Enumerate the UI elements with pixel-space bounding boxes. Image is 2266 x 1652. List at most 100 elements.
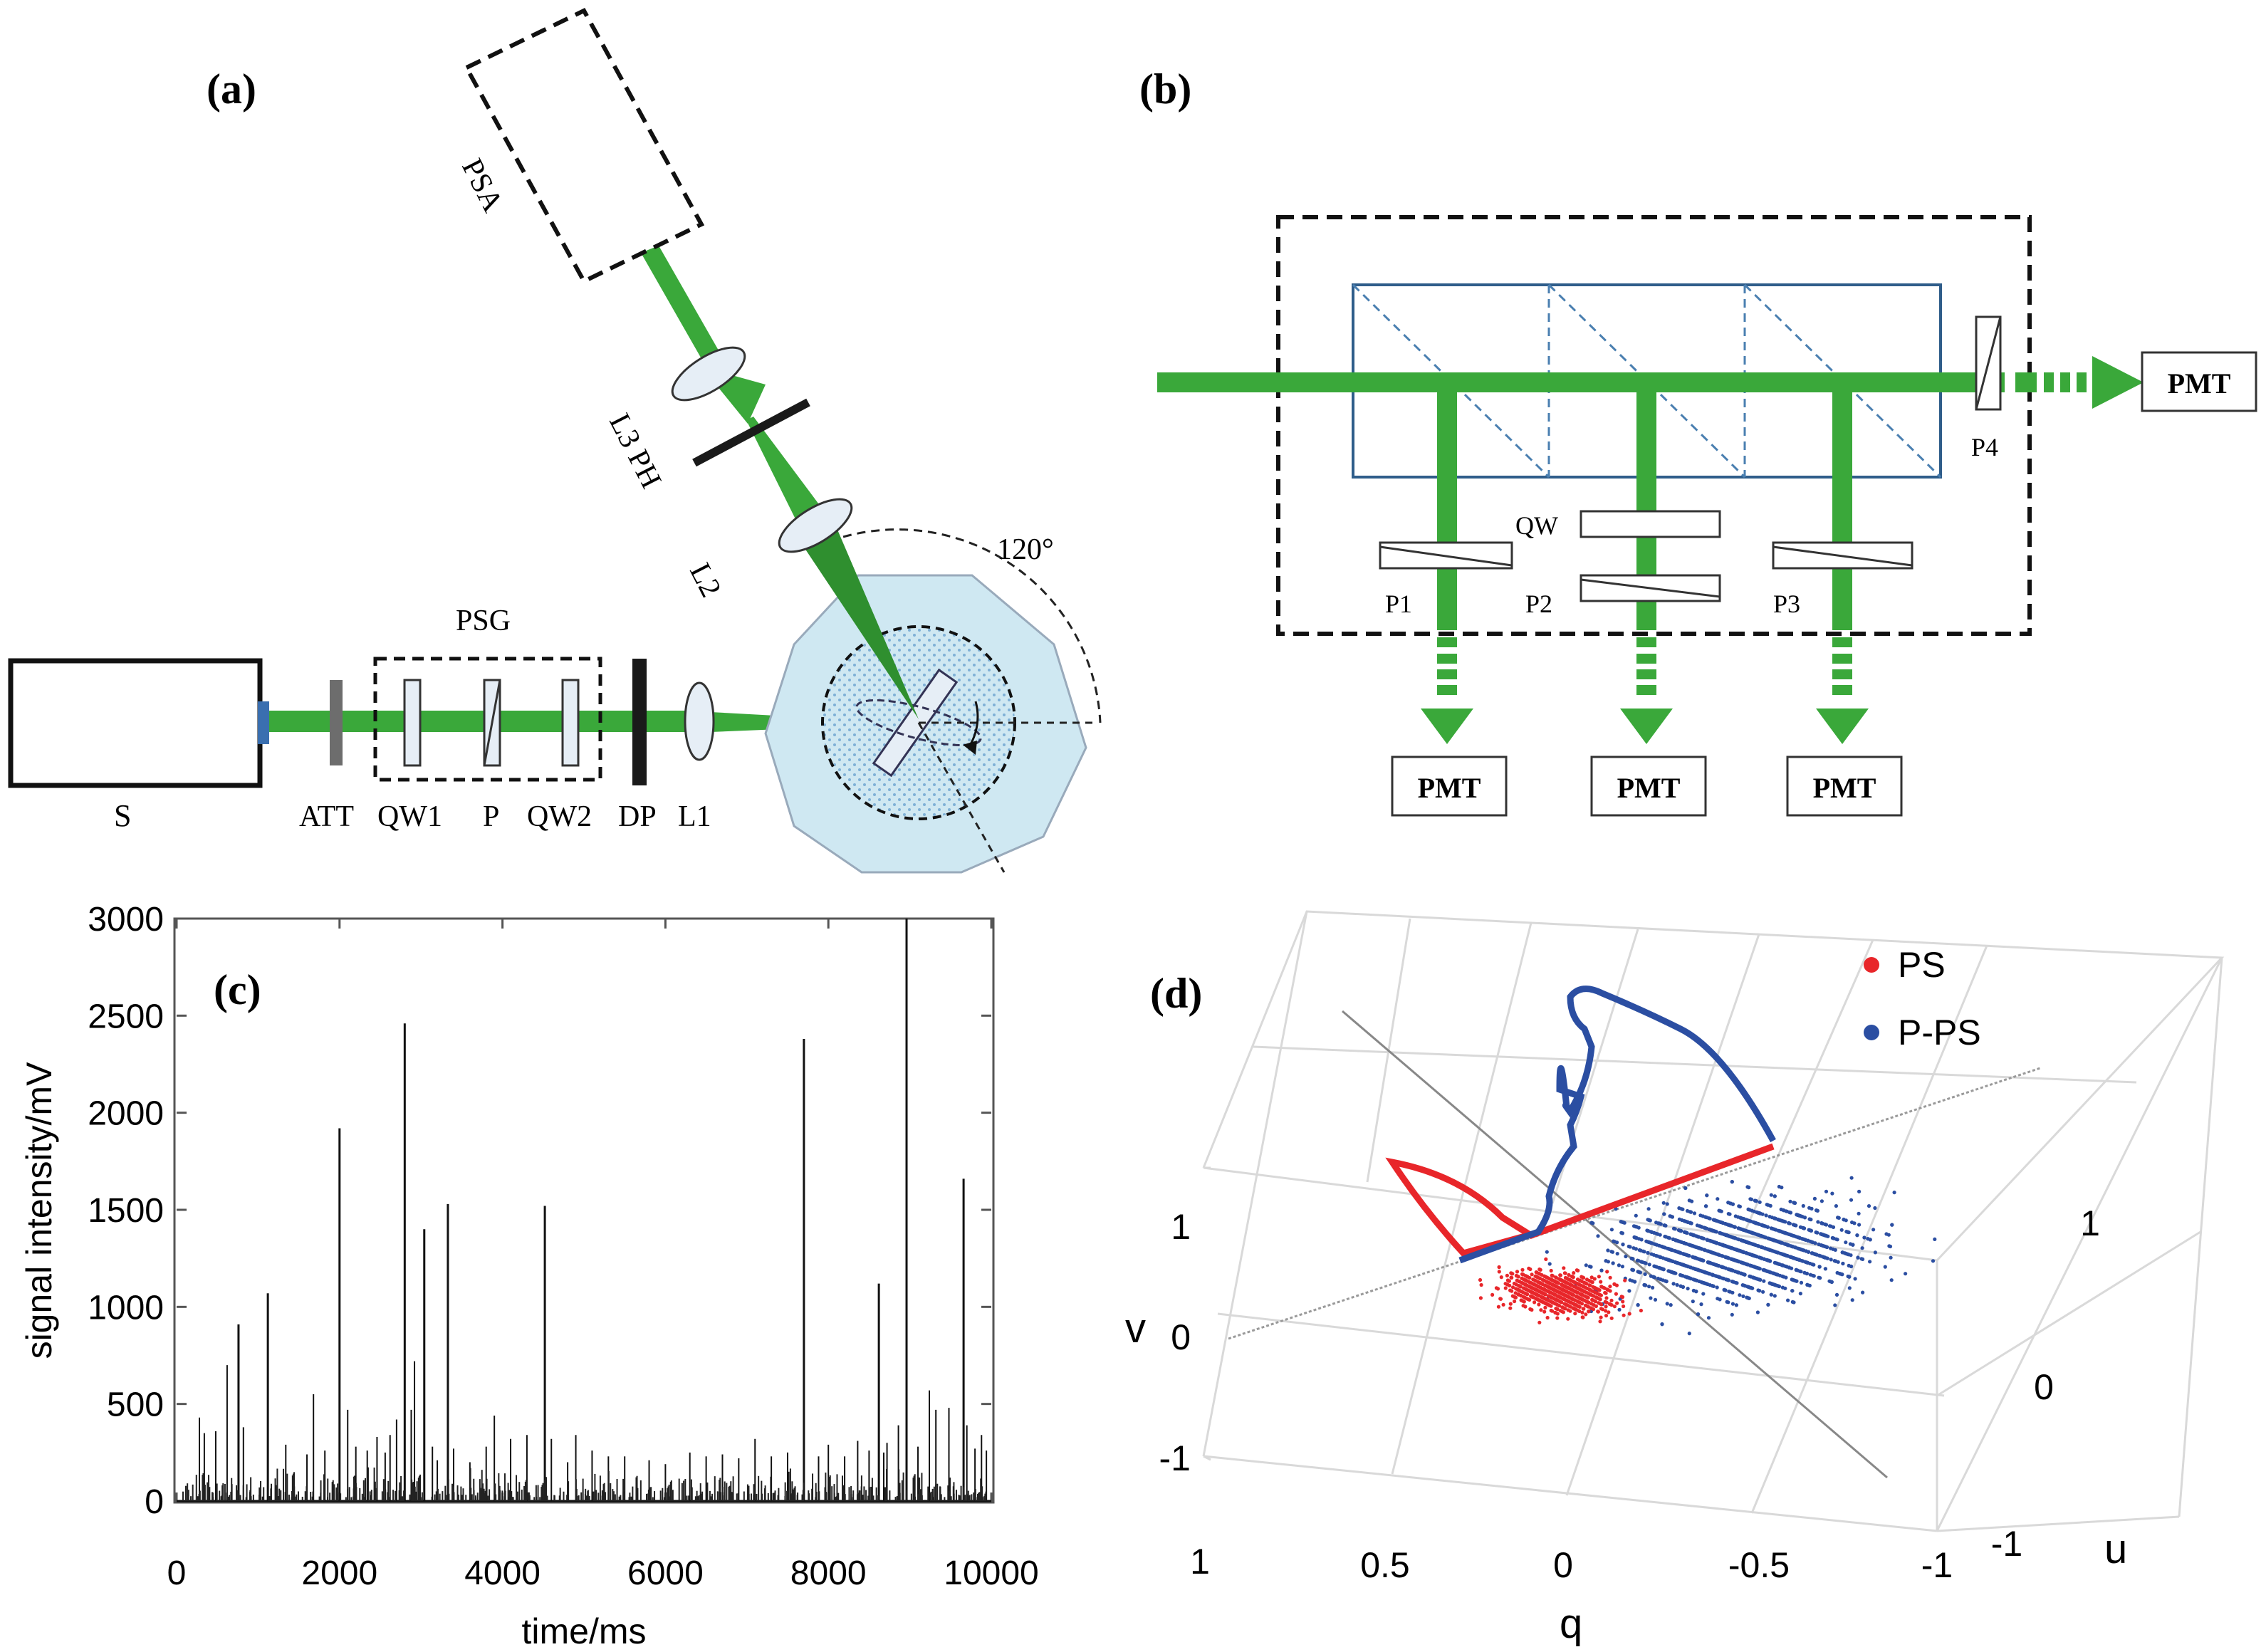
pps-point	[1713, 1218, 1717, 1223]
ps-point	[1549, 1308, 1553, 1313]
ps-point	[1543, 1305, 1547, 1309]
ps-point	[1607, 1310, 1611, 1314]
pps-point	[1711, 1228, 1715, 1233]
pps-point	[1812, 1196, 1817, 1201]
pmt-right-box	[2141, 351, 2257, 412]
ps-point	[1513, 1291, 1518, 1295]
sample-holder	[872, 668, 959, 778]
pps-point	[1656, 1221, 1661, 1225]
pps-point	[1725, 1223, 1730, 1227]
panel-c-label: (c)	[214, 966, 261, 1013]
ps-point	[1593, 1299, 1597, 1303]
ps-point	[1547, 1290, 1552, 1295]
pps-point	[1653, 1297, 1658, 1302]
pps-point	[1701, 1214, 1705, 1218]
pmt-2-label: PMT	[1617, 772, 1681, 804]
ps-point	[1499, 1275, 1503, 1280]
ps-point	[1597, 1292, 1602, 1297]
pps-point	[1677, 1250, 1681, 1255]
ps-point	[1600, 1307, 1605, 1312]
ps-point	[1596, 1309, 1600, 1314]
ps-point	[1594, 1304, 1598, 1308]
pps-point	[1728, 1235, 1733, 1239]
pps-point	[1688, 1243, 1692, 1247]
pps-point	[1755, 1310, 1760, 1314]
ps-point	[1587, 1309, 1591, 1314]
pps-point	[1743, 1228, 1748, 1233]
pps-point	[1718, 1230, 1722, 1235]
ps-point	[1558, 1273, 1562, 1277]
pps-point	[1661, 1201, 1666, 1205]
q-tick-neg05: -0.5	[1728, 1545, 1790, 1585]
pps-point	[1811, 1240, 1815, 1245]
pps-point	[1795, 1279, 1799, 1283]
ps-point	[1604, 1305, 1608, 1309]
pps-point	[1664, 1279, 1669, 1284]
p3-label: P3	[1773, 590, 1800, 618]
ps-point	[1614, 1292, 1618, 1296]
beam-to-psa	[641, 246, 730, 377]
pps-point	[1659, 1266, 1664, 1271]
pps-point	[1781, 1208, 1786, 1213]
pps-point	[1678, 1228, 1682, 1233]
pps-point	[1890, 1223, 1894, 1227]
c-xtick-label: 2000	[301, 1554, 377, 1592]
pps-point	[1873, 1250, 1877, 1255]
att-label: ATT	[299, 800, 354, 833]
ps-point	[1533, 1300, 1537, 1305]
ps-point	[1519, 1289, 1523, 1293]
pps-point	[1829, 1224, 1833, 1228]
ps-point	[1498, 1297, 1503, 1301]
pps-point	[1642, 1260, 1647, 1265]
chart-c-ylabel: signal intensity/mV	[19, 1062, 59, 1359]
ps-point	[1566, 1285, 1570, 1290]
pps-point	[1804, 1238, 1808, 1242]
pps-point	[1741, 1272, 1745, 1277]
pps-point	[1615, 1252, 1619, 1256]
pps-point	[1619, 1230, 1624, 1235]
pps-point	[1819, 1221, 1824, 1225]
pps-point	[1635, 1258, 1640, 1262]
pps-point	[1707, 1227, 1711, 1232]
pps-point	[1761, 1290, 1765, 1294]
pps-point	[1805, 1260, 1809, 1265]
ps-point	[1580, 1275, 1584, 1279]
pps-point	[1819, 1232, 1823, 1236]
pps-point	[1698, 1224, 1702, 1228]
pps-point	[1724, 1277, 1728, 1282]
ps-point	[1554, 1289, 1558, 1293]
ps-point	[1565, 1290, 1570, 1294]
ps-point	[1505, 1273, 1509, 1277]
pps-point	[1709, 1250, 1713, 1255]
pps-point	[1729, 1257, 1733, 1261]
branch-2: QW P2 PMT	[1515, 385, 1721, 817]
pps-point	[1723, 1255, 1728, 1259]
ps-point	[1612, 1282, 1617, 1286]
pps-point	[1791, 1223, 1795, 1227]
ps-point	[1582, 1294, 1587, 1298]
pps-point	[1766, 1248, 1770, 1252]
ps-point	[1598, 1319, 1602, 1324]
pps-point	[1743, 1239, 1747, 1243]
ps-point	[1562, 1297, 1567, 1302]
attenuator	[330, 680, 343, 765]
ps-point	[1509, 1275, 1513, 1280]
pps-point	[1834, 1292, 1839, 1297]
ps-point	[1571, 1288, 1575, 1292]
pps-point	[1716, 1253, 1721, 1257]
pps-point	[1733, 1214, 1738, 1218]
legend-pps-label: P-PS	[1898, 1013, 1981, 1052]
ps-point	[1513, 1299, 1517, 1304]
pps-point	[1733, 1225, 1737, 1229]
diaphragm	[632, 659, 647, 785]
pps-point	[1730, 1302, 1735, 1306]
pps-point	[1751, 1253, 1755, 1258]
pps-point	[1688, 1210, 1693, 1214]
pps-point	[1787, 1221, 1791, 1225]
chart-c-xlabel: time/ms	[522, 1611, 647, 1651]
pps-point	[1758, 1289, 1762, 1293]
pps-point	[1752, 1265, 1756, 1269]
ps-point	[1582, 1280, 1587, 1285]
pps-point	[1889, 1255, 1893, 1260]
pps-point	[1758, 1200, 1762, 1204]
